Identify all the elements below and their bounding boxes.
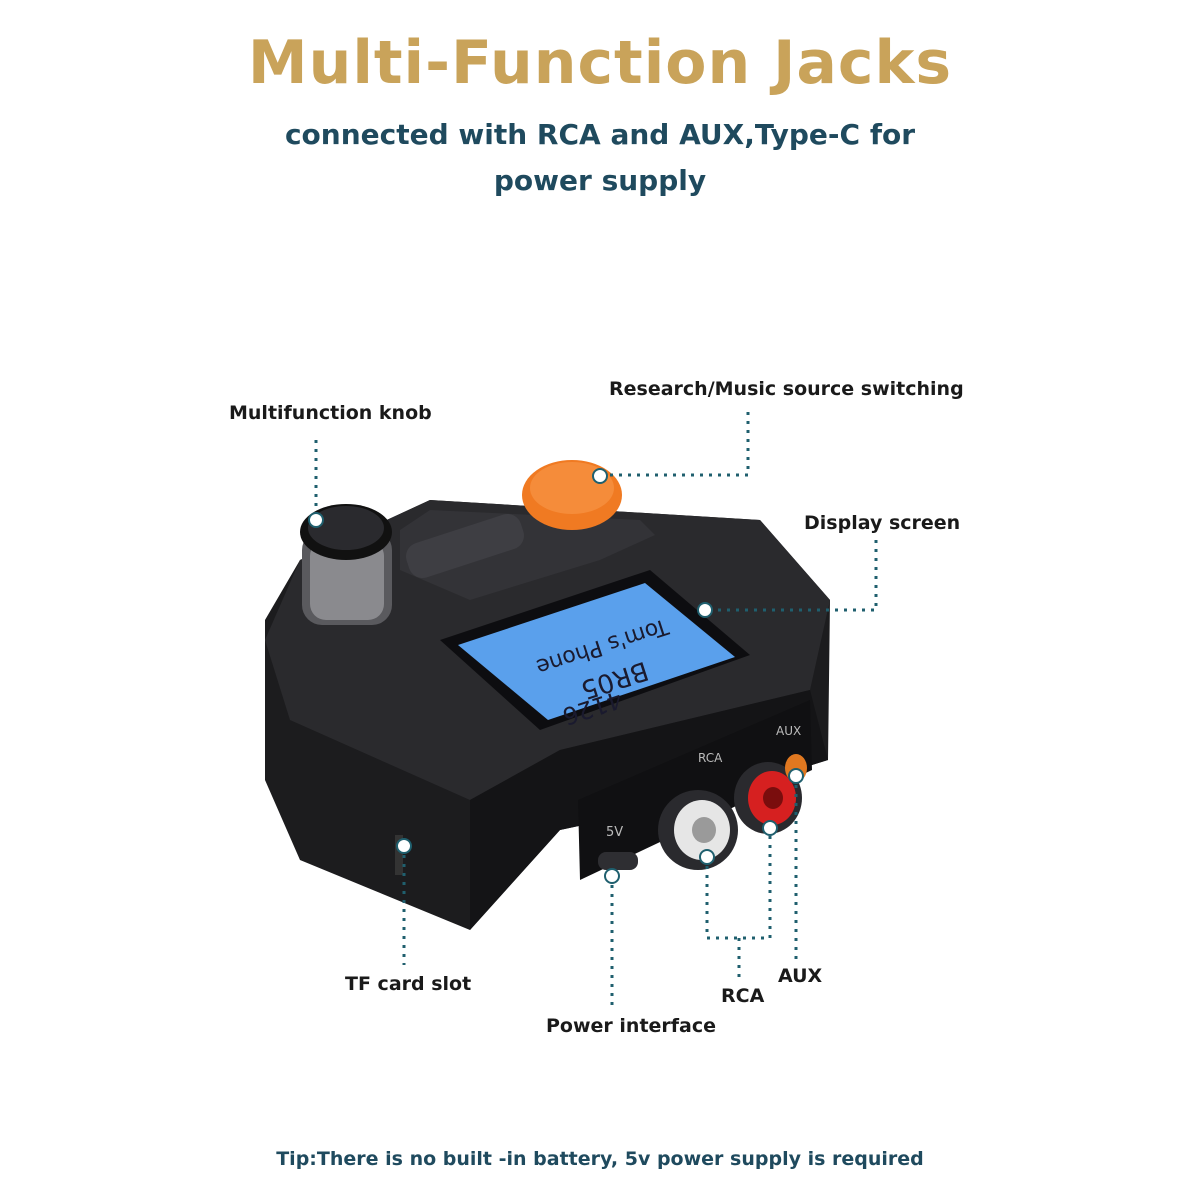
usb-c-port <box>598 852 638 870</box>
mode-button-row <box>400 510 655 600</box>
rca-jack-white <box>658 790 738 870</box>
callout-power: Power interface <box>546 1015 717 1037</box>
callout-display: Display screen <box>804 512 961 534</box>
multifunction-knob[interactable] <box>300 504 392 625</box>
callout-rca: RCA <box>721 985 765 1007</box>
port-label-aux: AUX <box>776 724 801 738</box>
tip-text: Tip:There is no built -in battery, 5v po… <box>276 1148 924 1170</box>
callout-aux: AUX <box>778 965 823 987</box>
callout-leaders <box>314 412 878 1010</box>
tf-card-slot <box>395 835 403 875</box>
display-screen: Tom's Phone BR05 4126 <box>440 570 750 730</box>
page-subtitle: connected with RCA and AUX,Type-C for po… <box>284 118 916 197</box>
port-label-rca: RCA <box>698 751 723 765</box>
rca-jack-red <box>734 762 802 834</box>
port-panel: 5V RCA AUX <box>578 700 812 880</box>
callout-switching: Research/Music source switching <box>609 378 964 400</box>
port-label-5v: 5V <box>606 825 623 840</box>
page-title: Multi-Function Jacks <box>247 28 953 98</box>
callout-markers <box>308 468 804 884</box>
callout-tf-slot: TF card slot <box>345 973 472 995</box>
callout-knob: Multifunction knob <box>229 402 432 424</box>
